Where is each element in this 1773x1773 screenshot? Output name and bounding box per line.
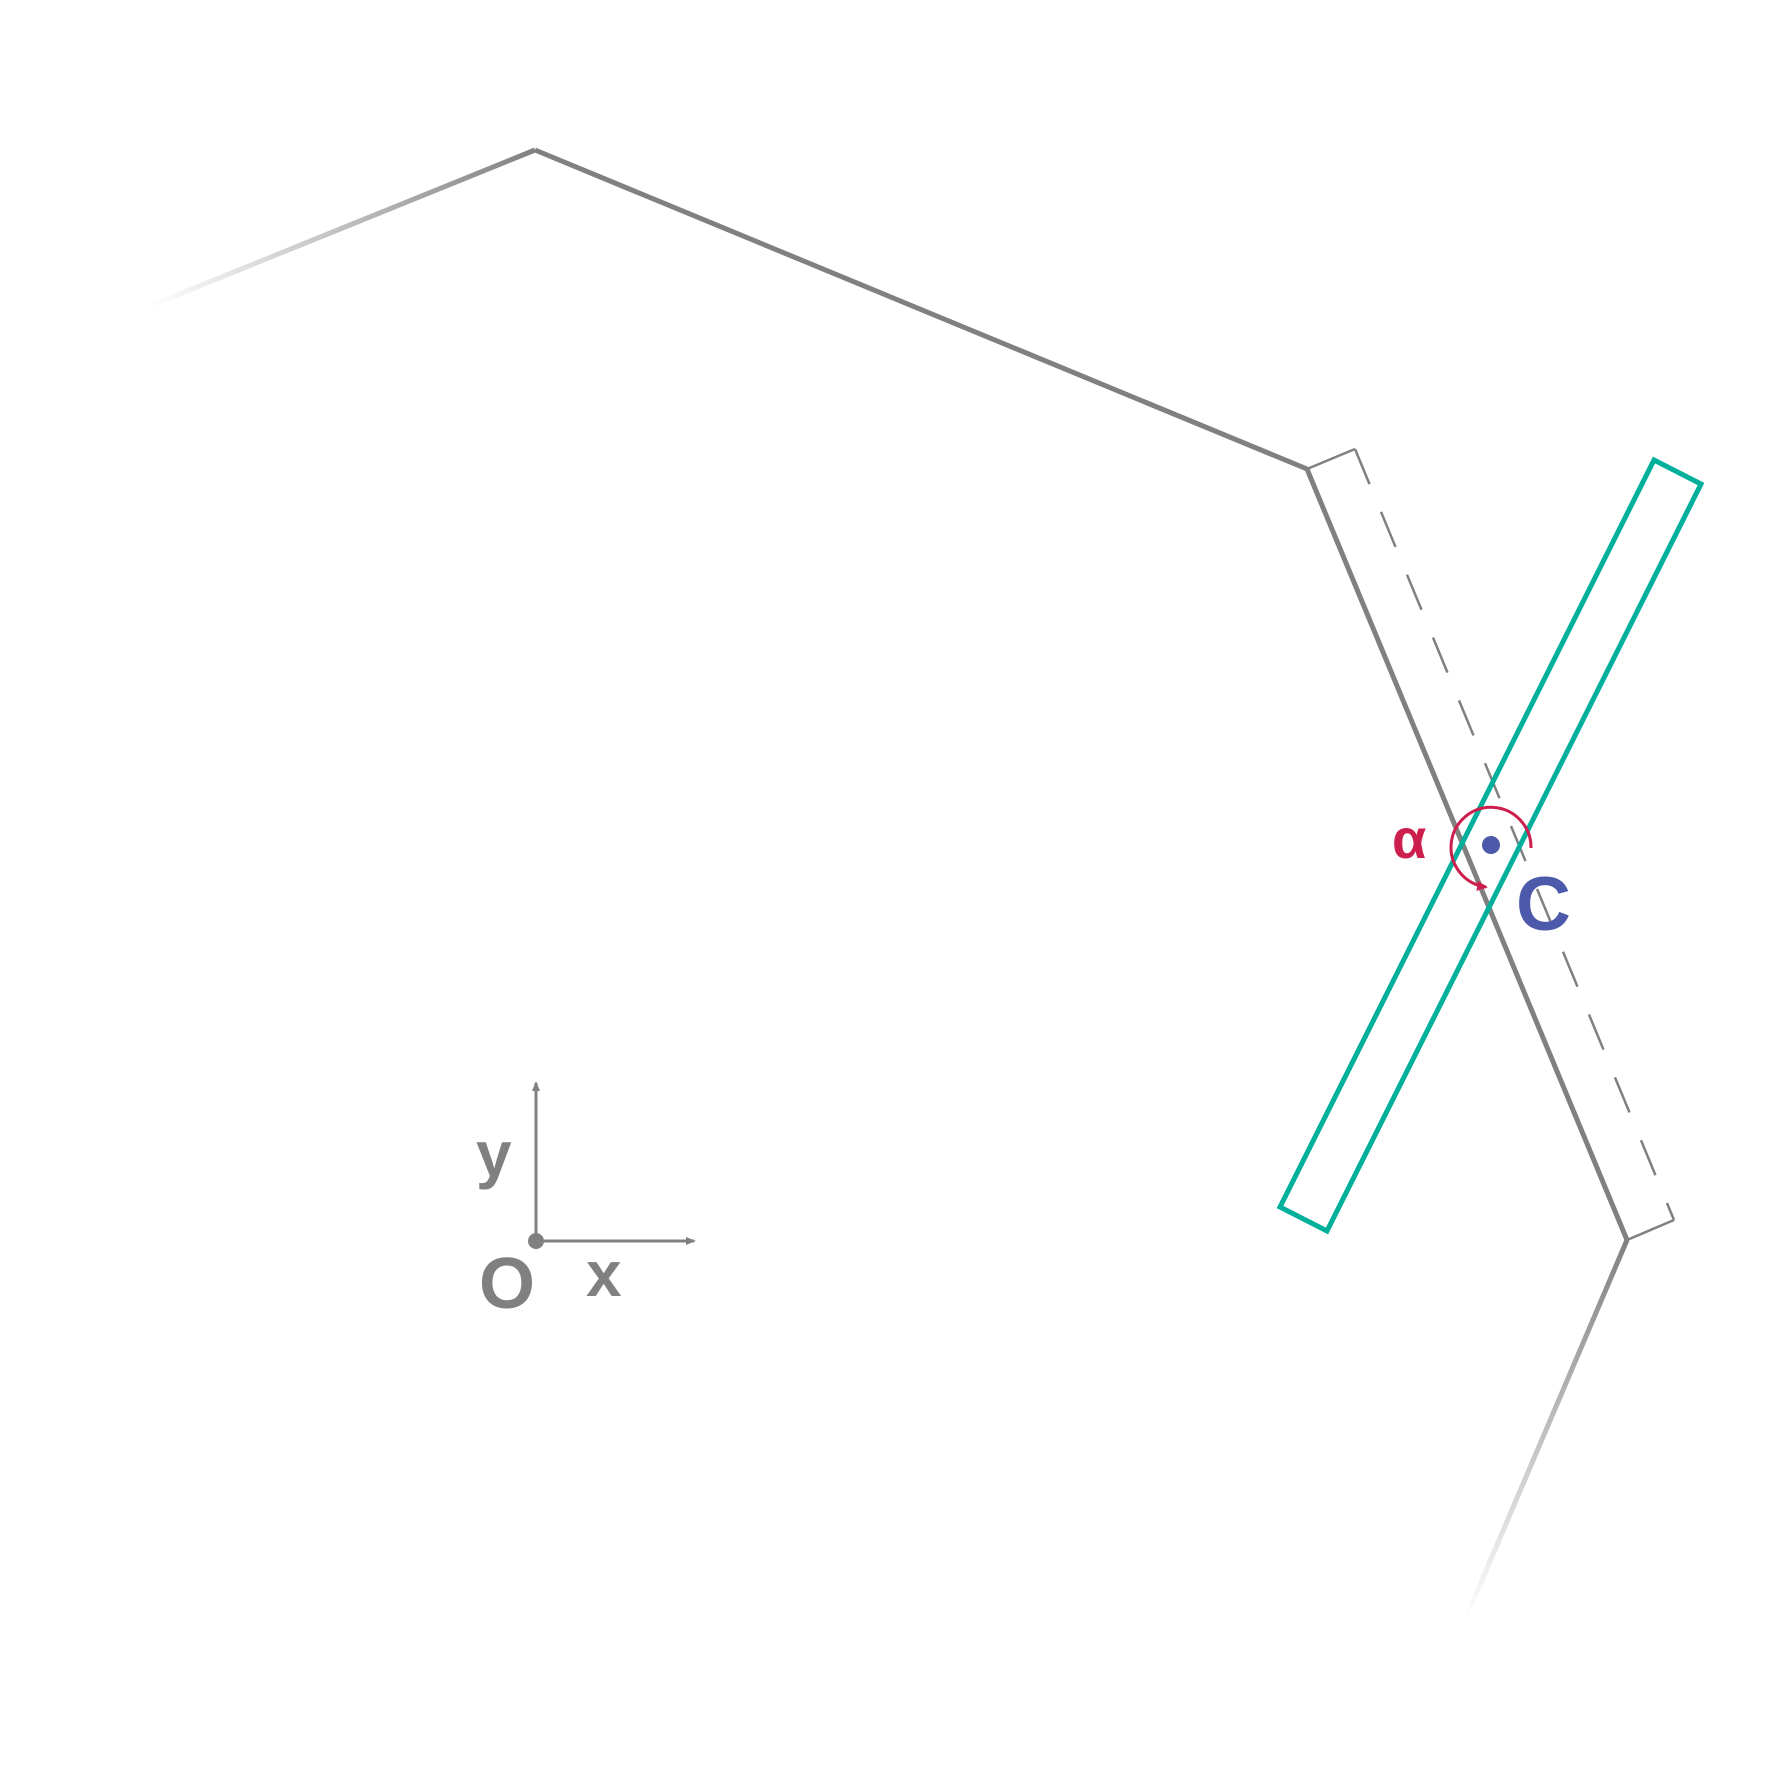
y-axis-label: y xyxy=(476,1118,512,1190)
origin-label: O xyxy=(479,1244,535,1324)
center-point xyxy=(1482,836,1500,854)
polyline-path xyxy=(534,147,1630,1241)
center-label: C xyxy=(1516,862,1571,947)
rotated-rectangle xyxy=(1276,456,1705,1235)
angle-label: α xyxy=(1392,807,1426,870)
origin-point xyxy=(528,1233,544,1249)
offset-tick-top xyxy=(1306,447,1356,471)
path-tail-left xyxy=(149,147,536,309)
angle-arc xyxy=(1449,805,1533,891)
dashed-guide-line xyxy=(1353,448,1676,1221)
offset-tick-bottom xyxy=(1626,1218,1675,1242)
x-axis-label: x xyxy=(586,1238,622,1310)
path-tail-bottom xyxy=(1462,1239,1630,1621)
